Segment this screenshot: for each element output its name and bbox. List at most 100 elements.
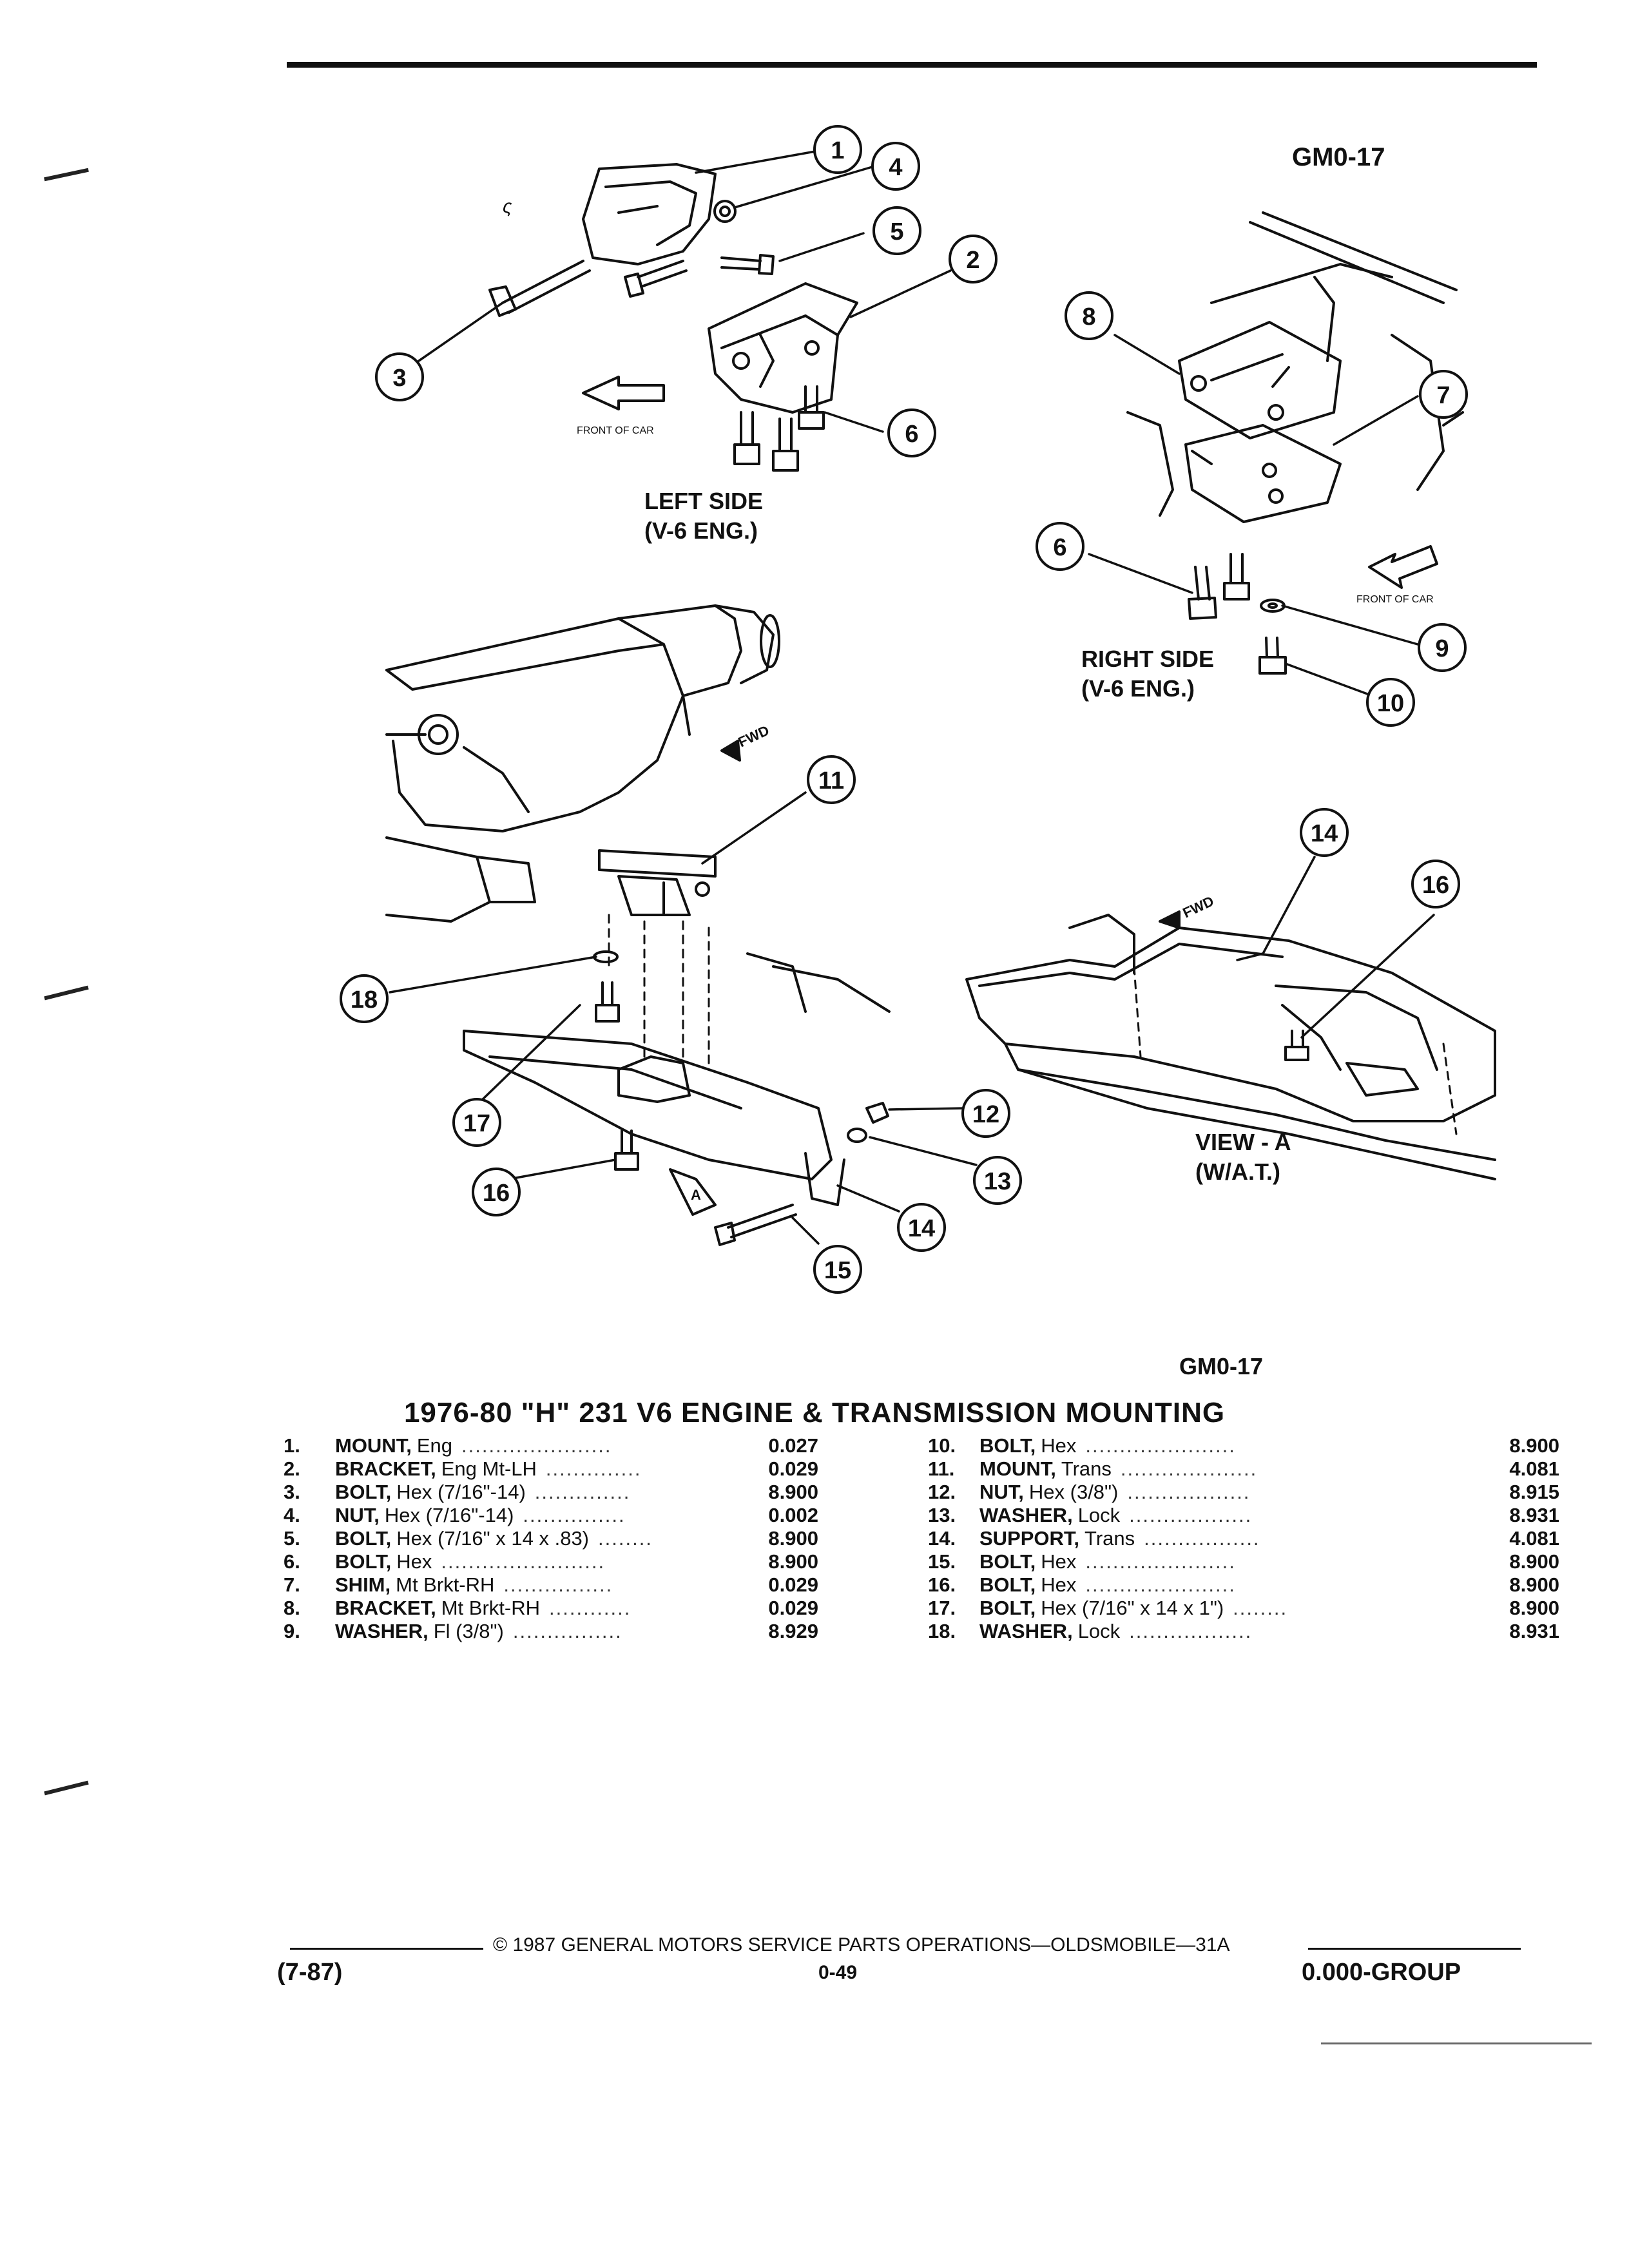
part-detail: Hex: [396, 1550, 432, 1573]
parts-list-row: 18.WASHER,Lock..................8.931: [928, 1620, 1559, 1643]
part-detail: Eng: [416, 1434, 452, 1457]
part-detail: Hex (3/8"): [1028, 1481, 1119, 1503]
front-of-car-label-left: FRONT OF CAR: [577, 425, 654, 436]
transmission-and-support-assembly: [385, 604, 891, 1246]
bottom-scan-line: [1321, 2042, 1592, 2044]
leader-dots: ........: [1233, 1597, 1288, 1619]
part-name: BOLT,: [979, 1550, 1036, 1573]
part-name: BOLT,: [335, 1527, 392, 1550]
part-name: SUPPORT,: [979, 1527, 1080, 1550]
callout-1: 1: [831, 137, 844, 164]
callout-7: 7: [1436, 382, 1450, 409]
footer-copyright: © 1987 GENERAL MOTORS SERVICE PARTS OPER…: [493, 1934, 1230, 1956]
part-number: 8.: [284, 1597, 300, 1619]
part-group-code: 0.002: [768, 1504, 818, 1526]
leader-dots: ..................: [1129, 1620, 1253, 1642]
stray-mark: ς: [503, 196, 512, 217]
part-detail: Fl (3/8"): [433, 1620, 504, 1642]
callout-11: 11: [818, 767, 844, 794]
parts-list-row: 11.MOUNT,Trans....................4.081: [928, 1457, 1559, 1481]
part-detail: Mt Brkt-RH: [396, 1573, 495, 1596]
part-detail: Hex (7/16" x 14 x .83): [396, 1527, 590, 1550]
part-description: BOLT,Hex......................: [979, 1434, 1236, 1457]
part-description: BOLT,Hex......................: [979, 1550, 1236, 1573]
page-title: 1976-80 "H" 231 V6 ENGINE & TRANSMISSION…: [403, 1397, 1226, 1428]
arrow-a-label: A: [691, 1187, 701, 1203]
leader-dots: ......................: [1085, 1573, 1236, 1596]
leader-dots: ..................: [1129, 1504, 1253, 1526]
part-description: WASHER,Lock..................: [979, 1504, 1252, 1527]
part-description: BRACKET,Mt Brkt-RH............: [335, 1597, 631, 1620]
part-number: 5.: [284, 1527, 300, 1550]
part-detail: Hex: [1041, 1550, 1077, 1573]
figure-code-bottom: GM0-17: [1179, 1353, 1264, 1379]
part-group-code: 8.900: [1509, 1597, 1559, 1619]
parts-list-row: 16.BOLT,Hex......................8.900: [928, 1573, 1559, 1597]
front-of-car-label-right: FRONT OF CAR: [1356, 594, 1434, 605]
part-group-code: 8.900: [768, 1527, 818, 1550]
part-number: 2.: [284, 1457, 300, 1480]
parts-list-row: 3.BOLT,Hex (7/16"-14)..............8.900: [284, 1481, 876, 1504]
part-detail: Trans: [1084, 1527, 1135, 1550]
left-side-engine-mount-assembly: [488, 163, 858, 472]
part-number: 7.: [284, 1573, 300, 1596]
leader-dots: ........: [598, 1527, 653, 1550]
callout-6-left: 6: [905, 421, 918, 448]
part-description: NUT,Hex (7/16"-14)...............: [335, 1504, 626, 1527]
part-name: BRACKET,: [335, 1597, 436, 1619]
callout-16-view-a: 16: [1422, 872, 1449, 899]
callout-10: 10: [1377, 690, 1404, 717]
part-number: 14.: [928, 1527, 956, 1550]
part-description: BOLT,Hex........................: [335, 1550, 605, 1573]
callout-8: 8: [1082, 303, 1095, 331]
part-name: BOLT,: [335, 1550, 392, 1573]
footer-date: (7-87): [277, 1959, 343, 1986]
part-description: SUPPORT,Trans.................: [979, 1527, 1260, 1550]
part-name: BOLT,: [979, 1434, 1036, 1457]
leader-dots: ......................: [1085, 1550, 1236, 1573]
parts-list-row: 6.BOLT,Hex........................8.900: [284, 1550, 876, 1573]
part-number: 6.: [284, 1550, 300, 1573]
part-description: WASHER,Fl (3/8")................: [335, 1620, 622, 1643]
callout-13: 13: [984, 1168, 1011, 1195]
footer-rule-right: [1308, 1948, 1521, 1950]
part-description: BOLT,Hex......................: [979, 1573, 1236, 1597]
part-description: SHIM,Mt Brkt-RH................: [335, 1573, 613, 1597]
part-detail: Hex: [1041, 1573, 1077, 1596]
part-name: MOUNT,: [335, 1434, 412, 1457]
caption-right-side: RIGHT SIDE (V-6 ENG.): [1081, 644, 1214, 704]
part-name: MOUNT,: [979, 1457, 1056, 1480]
part-detail: Lock: [1077, 1504, 1121, 1526]
view-a-detail: [965, 910, 1496, 1180]
caption-left-side-line-1: LEFT SIDE: [644, 488, 764, 514]
part-number: 10.: [928, 1434, 956, 1457]
part-detail: Eng Mt-LH: [441, 1457, 537, 1480]
leader-dots: ......................: [1085, 1434, 1236, 1457]
parts-list-row: 17.BOLT,Hex (7/16" x 14 x 1")........8.9…: [928, 1597, 1559, 1620]
part-number: 11.: [928, 1457, 955, 1480]
callout-9: 9: [1435, 635, 1449, 662]
part-description: MOUNT,Eng......................: [335, 1434, 612, 1457]
callout-4: 4: [889, 154, 902, 181]
leader-dots: ....................: [1120, 1457, 1258, 1480]
parts-list-row: 13.WASHER,Lock..................8.931: [928, 1504, 1559, 1527]
part-number: 3.: [284, 1481, 300, 1503]
parts-list-row: 5. BOLT,Hex (7/16" x 14 x .83)........ 8.9…: [284, 1527, 876, 1550]
part-number: 12.: [928, 1481, 956, 1503]
part-group-code: 4.081: [1509, 1457, 1559, 1480]
part-name: WASHER,: [979, 1620, 1073, 1642]
callout-14: 14: [908, 1215, 935, 1242]
leader-dots: ......................: [461, 1434, 612, 1457]
fwd-label-1: FWD: [736, 722, 772, 751]
part-number: 18.: [928, 1620, 956, 1642]
part-description: NUT,Hex (3/8")..................: [979, 1481, 1250, 1504]
parts-list-row: 10.BOLT,Hex......................8.900: [928, 1434, 1559, 1457]
part-name: NUT,: [335, 1504, 380, 1526]
leader-dots: ................: [512, 1620, 622, 1642]
callout-18: 18: [351, 986, 378, 1014]
part-group-code: 8.931: [1509, 1504, 1559, 1526]
leader-dots: .................: [1144, 1527, 1260, 1550]
part-number: 1.: [284, 1434, 300, 1457]
part-name: BOLT,: [335, 1481, 392, 1503]
